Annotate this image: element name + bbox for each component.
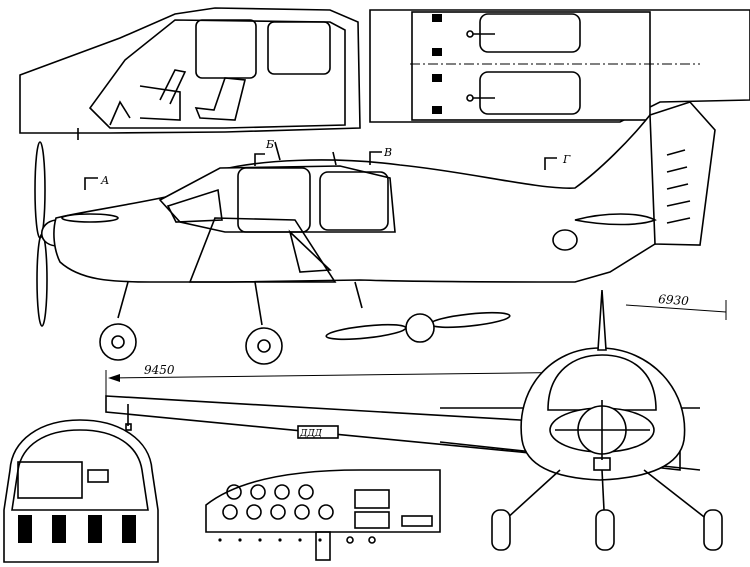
section-mark-g: Г xyxy=(562,153,571,166)
canopy xyxy=(158,165,396,233)
side-window-front xyxy=(237,167,311,233)
front-wheel-nose xyxy=(595,509,615,551)
front-wheel-left xyxy=(491,509,511,551)
cabin-rear-section xyxy=(3,419,159,563)
section-mark-v: В xyxy=(383,146,392,159)
section-mark-a: А xyxy=(100,174,109,187)
side-window-rear xyxy=(319,171,389,231)
wing-root-section xyxy=(369,9,750,123)
vertical-tail xyxy=(649,101,716,246)
cabin-cutaway-section xyxy=(19,7,361,140)
horizontal-stabilizer xyxy=(574,213,657,226)
propeller-blade-top xyxy=(34,141,46,239)
main-wheel xyxy=(245,327,283,365)
cabin-window-rear xyxy=(267,21,331,75)
side-view: А Б В Г xyxy=(34,101,716,365)
wingspan-value: 9450 xyxy=(144,363,175,377)
front-view xyxy=(439,289,723,551)
instrument-panel xyxy=(205,469,441,561)
length-dimension: 6930 xyxy=(625,292,727,320)
nose-wheel xyxy=(99,323,137,361)
length-value: 6930 xyxy=(658,292,690,308)
section-mark-b: Б xyxy=(265,138,274,151)
wing-fairing xyxy=(188,217,337,283)
wing-marking-box xyxy=(297,425,339,439)
wing-marking: ДДД xyxy=(299,429,323,439)
propeller-blade-bottom xyxy=(36,233,48,327)
front-wheel-right xyxy=(703,509,723,551)
